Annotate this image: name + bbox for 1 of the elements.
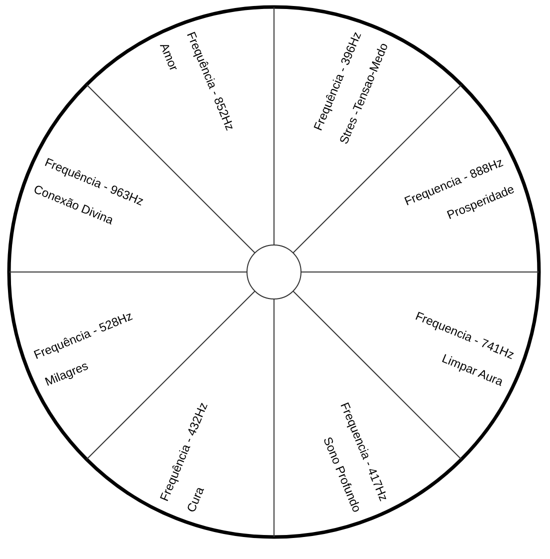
sector-label: Amor xyxy=(157,41,182,73)
